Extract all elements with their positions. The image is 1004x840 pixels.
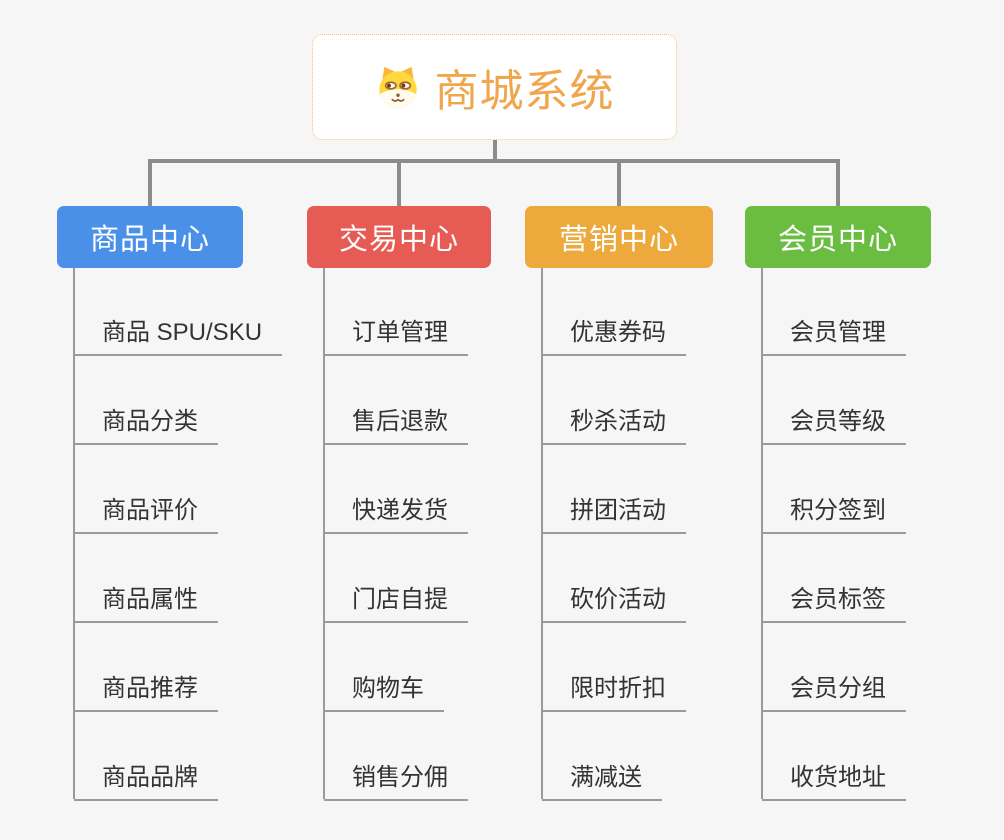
sub-topic[interactable]: 门店自提 — [324, 584, 468, 623]
sub-topic[interactable]: 商品分类 — [74, 406, 218, 445]
sub-topic[interactable]: 销售分佣 — [324, 762, 468, 801]
root-title: 商城系统 — [434, 67, 615, 116]
branch-node[interactable]: 交易中心 — [307, 206, 491, 268]
sub-topic[interactable]: 会员等级 — [762, 406, 906, 445]
sub-topic[interactable]: 会员管理 — [762, 317, 906, 356]
sub-topic[interactable]: 订单管理 — [324, 317, 468, 356]
sub-topic[interactable]: 售后退款 — [324, 406, 468, 445]
sub-topic[interactable]: 拼团活动 — [542, 495, 686, 534]
sub-topic[interactable]: 商品属性 — [74, 584, 218, 623]
branch-node[interactable]: 商品中心 — [57, 206, 243, 268]
sub-topic[interactable]: 商品品牌 — [74, 762, 218, 801]
sub-topic[interactable]: 快递发货 — [324, 495, 468, 534]
sub-topic[interactable]: 秒杀活动 — [542, 406, 686, 445]
sub-topic[interactable]: 砍价活动 — [542, 584, 686, 623]
sub-topic[interactable]: 商品 SPU/SKU — [74, 317, 283, 356]
sub-topic[interactable]: 满减送 — [542, 762, 662, 801]
dog-face-icon — [375, 64, 421, 110]
sub-topic[interactable]: 商品评价 — [74, 495, 218, 534]
sub-topic[interactable]: 商品推荐 — [74, 673, 218, 712]
sub-topic[interactable]: 会员分组 — [762, 673, 906, 712]
branch-node[interactable]: 营销中心 — [525, 206, 713, 268]
sub-topic[interactable]: 优惠券码 — [542, 317, 686, 356]
sub-topic[interactable]: 限时折扣 — [542, 673, 686, 712]
sub-topic[interactable]: 会员标签 — [762, 584, 906, 623]
sub-topic[interactable]: 收货地址 — [762, 762, 906, 801]
root-node[interactable]: 商城系统 — [312, 34, 677, 140]
sub-topic[interactable]: 购物车 — [324, 673, 444, 712]
branch-node[interactable]: 会员中心 — [745, 206, 931, 268]
sub-topic[interactable]: 积分签到 — [762, 495, 906, 534]
